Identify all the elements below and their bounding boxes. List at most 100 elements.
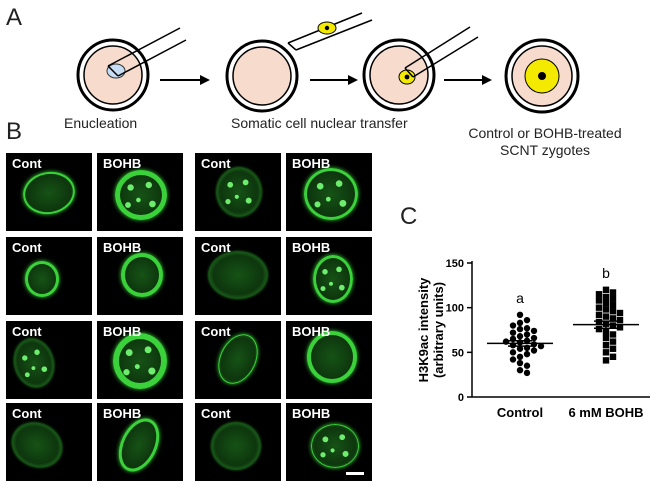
data-point: [530, 327, 538, 335]
data-point: [602, 334, 610, 342]
micrograph-tile: BOHB: [286, 237, 372, 315]
stained-nucleus: [121, 253, 163, 297]
data-point: [595, 291, 603, 298]
micrograph-tile: BOHB: [97, 321, 183, 399]
data-point: [595, 325, 603, 333]
data-point: [530, 347, 538, 354]
data-point: [602, 286, 610, 293]
micrograph-tile: Cont: [195, 321, 281, 399]
data-point: [602, 300, 610, 307]
y-tick-label: 50: [452, 347, 464, 359]
data-point: [609, 322, 617, 329]
data-point: [609, 331, 617, 338]
micrograph-label: BOHB: [103, 240, 142, 255]
data-point: [509, 349, 517, 356]
micrograph-tile: Cont: [6, 237, 92, 315]
data-point: [602, 357, 610, 364]
stained-nucleus: [313, 255, 353, 303]
donor-pipette: [287, 12, 373, 51]
data-point: [537, 342, 545, 350]
data-point: [616, 324, 624, 331]
data-point: [595, 297, 603, 304]
data-point: [609, 289, 617, 296]
reconstructed-oocyte: [362, 38, 436, 112]
scnt-zygote: [504, 38, 580, 114]
data-point: [523, 362, 531, 369]
panel-b-letter: B: [6, 118, 23, 145]
data-point: [509, 329, 517, 336]
stained-nucleus: [217, 168, 261, 216]
y-tick-label: 100: [446, 303, 464, 315]
data-point: [602, 349, 610, 356]
micrograph-label: Cont: [12, 156, 42, 171]
y-tick-label: 0: [458, 392, 464, 404]
data-point: [602, 328, 610, 335]
data-point: [516, 319, 524, 327]
data-point: [602, 306, 610, 313]
micrograph-tile: BOHB: [97, 403, 183, 481]
stained-nucleus: [113, 333, 167, 389]
micrograph-tile: Cont: [195, 237, 281, 315]
micrograph-label: Cont: [201, 156, 231, 171]
y-axis-label-line: (arbitrary units): [431, 282, 446, 378]
data-point: [616, 316, 624, 324]
micrograph-tile: Cont: [195, 403, 281, 481]
stained-nucleus: [6, 415, 69, 475]
data-point: [530, 334, 538, 342]
data-point: [595, 311, 603, 319]
data-point: [523, 331, 531, 338]
stained-nucleus: [212, 423, 260, 469]
micrograph-label: BOHB: [292, 406, 331, 421]
step-nuclear-transfer-label: Somatic cell nuclear transfer: [231, 115, 408, 131]
stained-nucleus: [25, 261, 59, 297]
panel-a-letter: A: [6, 4, 23, 31]
data-point: [509, 356, 517, 363]
stained-nucleus: [19, 167, 79, 219]
data-point: [523, 325, 531, 332]
micrograph-label: Cont: [12, 406, 42, 421]
data-point: [609, 338, 617, 345]
data-point: [516, 325, 524, 333]
micrograph-label: Cont: [12, 324, 42, 339]
data-point: [609, 308, 617, 315]
data-point: [516, 345, 524, 352]
data-point: [609, 345, 617, 352]
data-point: [609, 301, 617, 309]
micrograph-label: BOHB: [292, 324, 331, 339]
x-category-label: Control: [497, 405, 543, 420]
micrograph-tile: BOHB: [97, 237, 183, 315]
data-point: [516, 311, 524, 319]
micrograph-label: BOHB: [292, 240, 331, 255]
data-point: [602, 293, 610, 301]
arrow-2: [310, 75, 358, 85]
micrograph-tile: Cont: [6, 321, 92, 399]
panel-c-letter: C: [400, 203, 418, 230]
data-point: [516, 367, 524, 374]
stained-nucleus: [311, 424, 359, 468]
y-axis-label: H3K9ac intensity(arbitrary units): [416, 277, 446, 383]
enucleated-oocyte: [225, 39, 299, 113]
step-enucleation-label: Enucleation: [64, 115, 138, 131]
arrow-1: [160, 75, 210, 85]
micrograph-tile: BOHB: [286, 153, 372, 231]
significance-letter: a: [516, 290, 524, 306]
stained-nucleus: [9, 334, 59, 392]
injection-pipette: [404, 26, 479, 78]
data-point: [609, 295, 617, 302]
data-point: [602, 313, 610, 320]
micrograph-tile: Cont: [6, 403, 92, 481]
data-point: [516, 359, 524, 367]
micrograph-label: BOHB: [103, 156, 142, 171]
micrograph-tile: BOHB: [286, 321, 372, 399]
micrograph-label: Cont: [12, 240, 42, 255]
data-point: [523, 316, 531, 324]
data-point: [523, 350, 531, 358]
arrow-3: [444, 75, 492, 85]
scnt-schematic: [76, 12, 580, 114]
data-point: [595, 304, 603, 311]
data-point: [602, 341, 610, 349]
stained-nucleus: [307, 331, 357, 383]
enucleation-pipette: [107, 27, 187, 77]
x-category-label: 6 mM BOHB: [568, 405, 643, 420]
stained-nucleus: [115, 170, 167, 220]
